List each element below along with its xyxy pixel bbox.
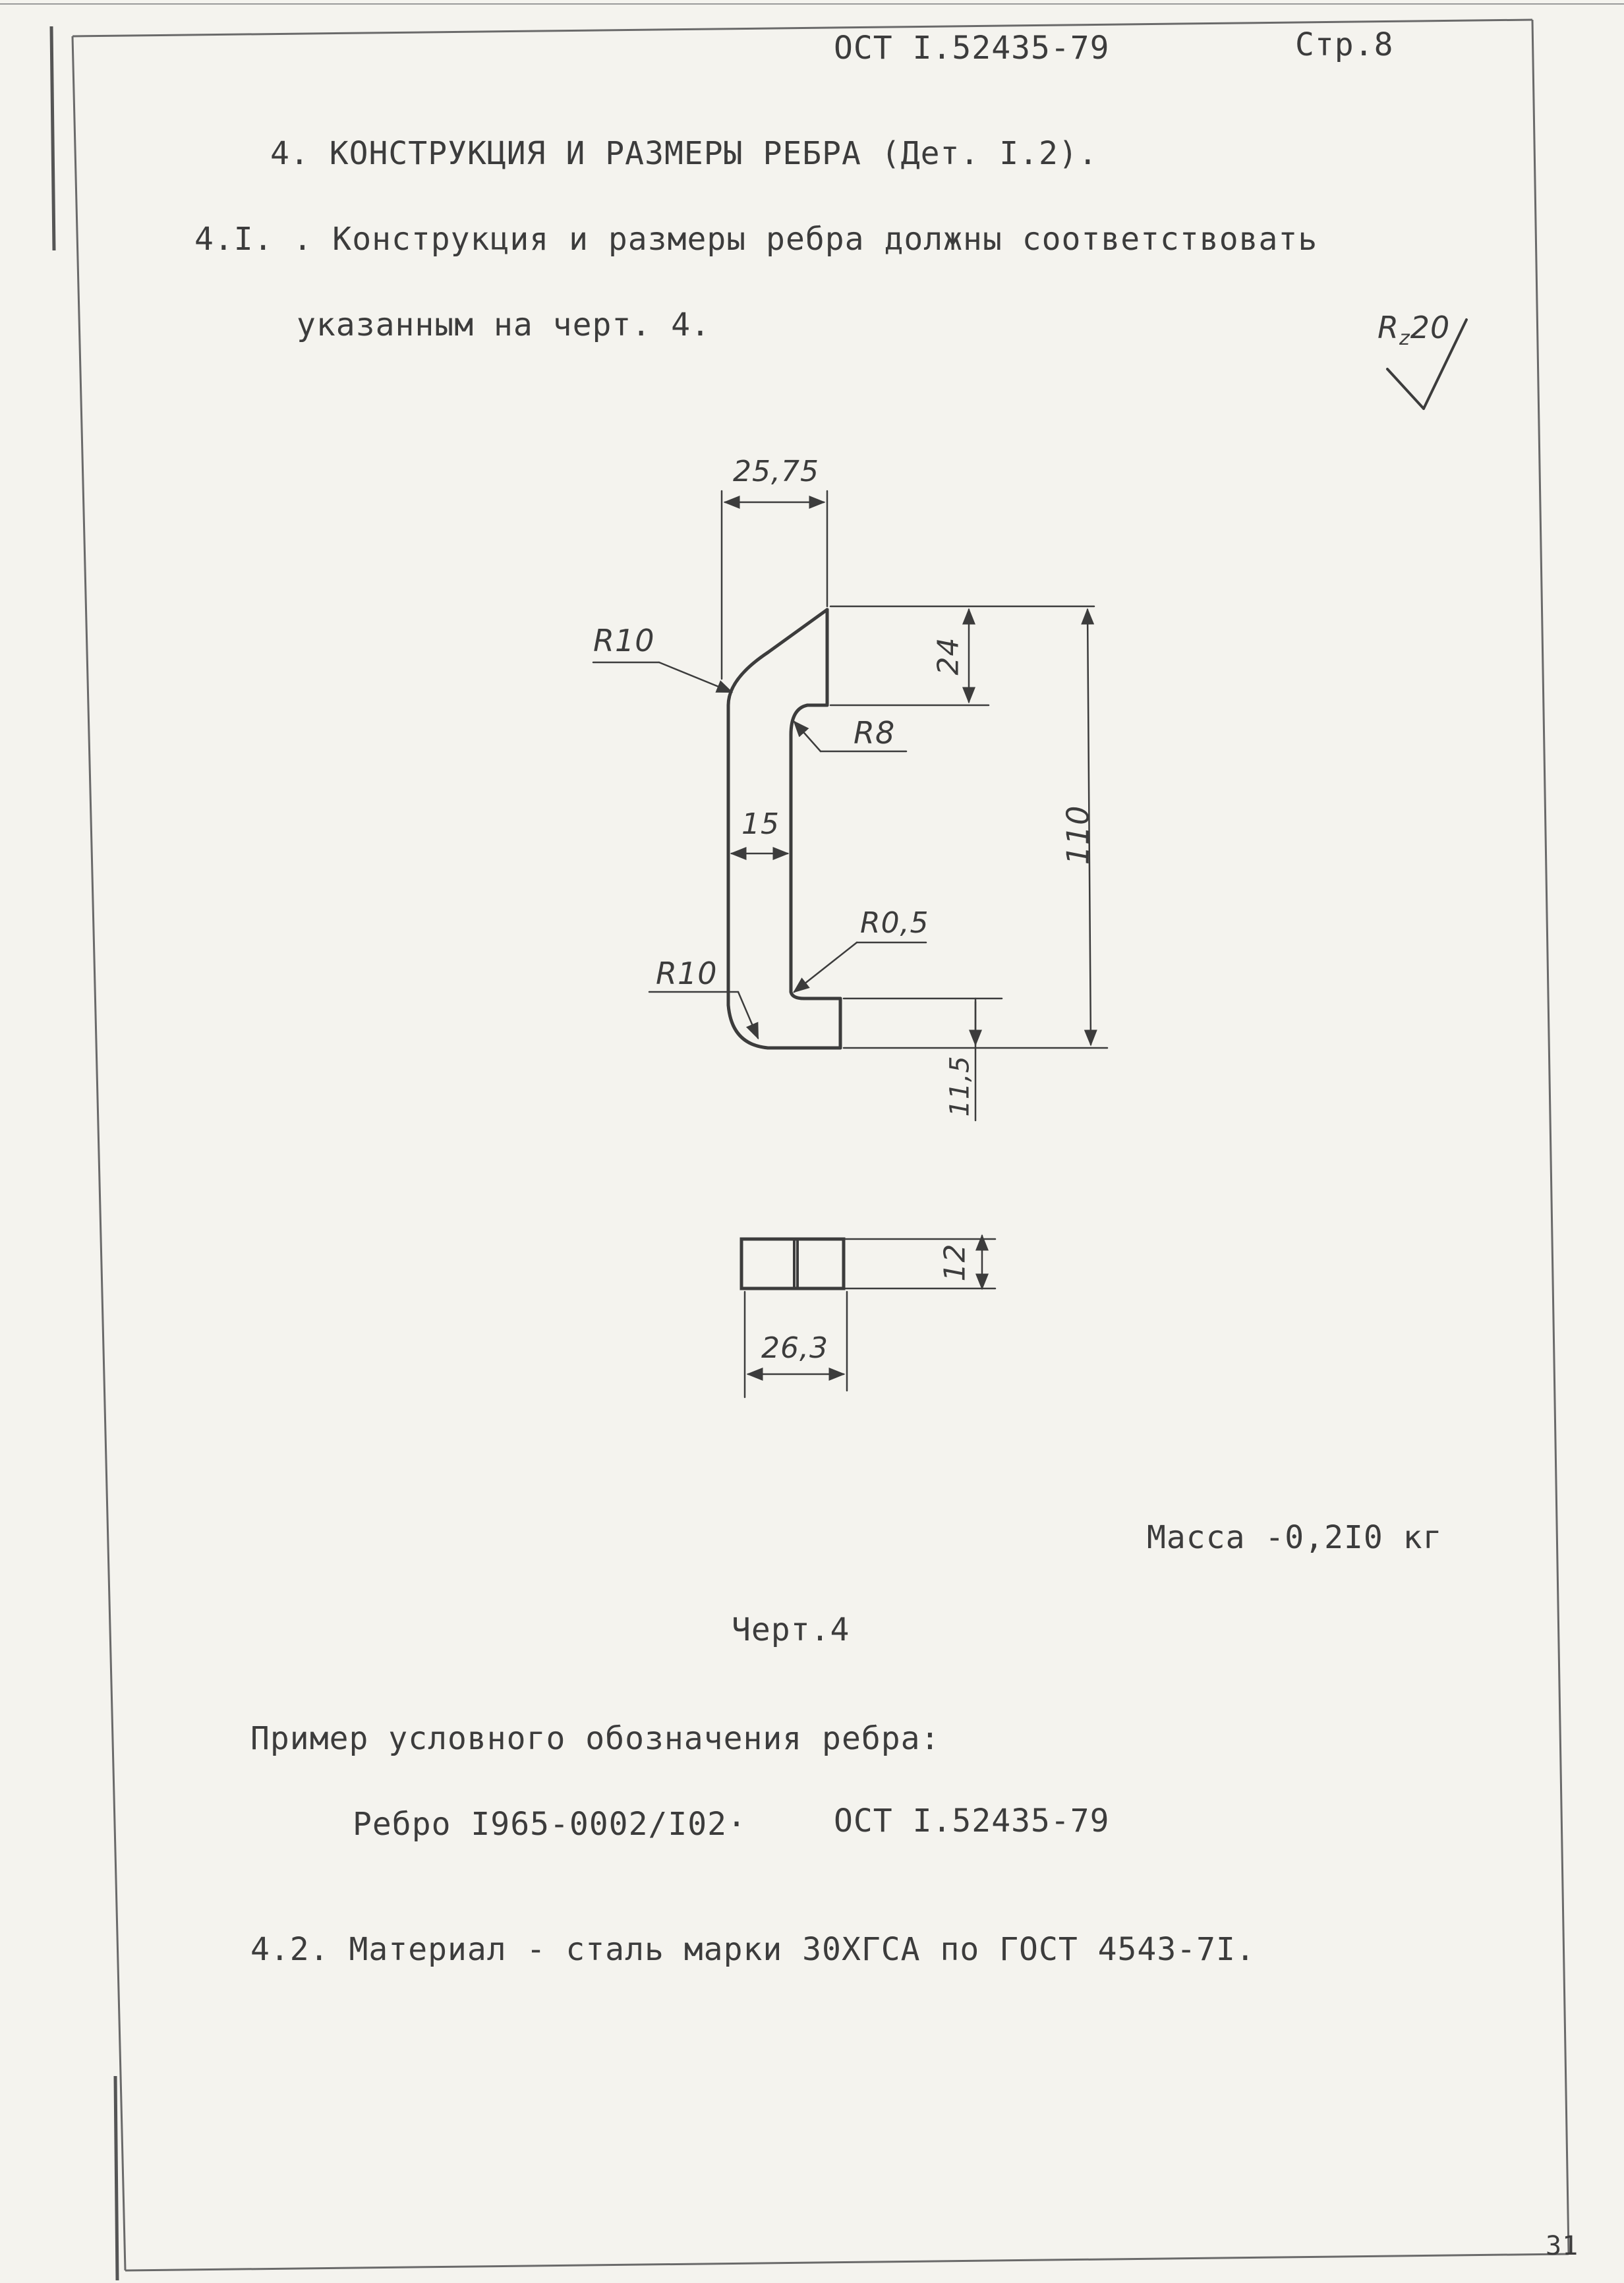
example-heading: Пример условного обозначения ребра: (250, 1720, 941, 1757)
dim-flange-height: 24 (931, 637, 966, 676)
dim-total-height: 110 (1060, 805, 1096, 865)
rib-profile (726, 608, 842, 1050)
roughness-label: Rz20 (1378, 310, 1451, 351)
page-number: Стр.8 (1295, 26, 1394, 63)
radius-inner-bottom: R0,5 (860, 906, 929, 940)
radius-outer-top: R10 (593, 623, 655, 658)
radius-inner-top: R8 (854, 715, 896, 751)
sheet-number: 31 (1546, 2231, 1579, 2261)
section-width: 26,3 (761, 1331, 828, 1365)
radius-outer-bottom: R10 (656, 956, 718, 991)
example-designation: Ребро I965-0002/I02· (353, 1806, 747, 1843)
clause-4-2: 4.2. Материал - сталь марки 30ХГСА по ГО… (250, 1931, 1256, 1968)
rib-section-view (740, 1234, 997, 1399)
figure-caption: Черт.4 (732, 1611, 850, 1648)
mass-value: Масса -0,2I0 кг (1147, 1519, 1443, 1556)
roughness-symbol (1386, 318, 1468, 410)
section-thickness: 12 (938, 1243, 972, 1282)
standard-number: ОСТ I.52435-79 (834, 30, 1110, 67)
clause-4-1-line1: 4.I. . Конструкция и размеры ребра должн… (194, 221, 1318, 258)
dim-web-thickness: 15 (741, 807, 780, 841)
example-standard: ОСТ I.52435-79 (834, 1803, 1110, 1839)
clause-4-1-line2: указанным на черт. 4. (297, 306, 710, 343)
dim-bottom-flange: 11,5 (944, 1055, 975, 1117)
dim-width-top: 25,75 (733, 455, 819, 488)
section-title: 4. КОНСТРУКЦИЯ И РАЗМЕРЫ РЕБРА (Дет. I.2… (270, 135, 1098, 172)
